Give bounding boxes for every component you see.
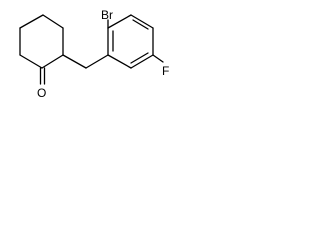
bond-aryl-2-3	[107, 14, 132, 29]
bond-ring-c1-c2	[42, 14, 64, 29]
bond-ring-c4-c5	[19, 54, 43, 69]
aromatic-inner-bond-3	[130, 52, 149, 64]
bond-ch2-to-aryl	[85, 54, 109, 69]
bond-aryl-3-4	[130, 14, 154, 29]
bond-aryl-to-fluorine	[152, 54, 164, 63]
bond-ring-to-ch2	[62, 54, 87, 69]
bond-ring-c6-c1	[19, 14, 44, 29]
bond-ring-c3-c4	[41, 54, 64, 69]
molecule-drawing: Br F O	[19, 8, 169, 100]
oxygen-label: O	[37, 86, 46, 100]
aromatic-inner-bond-2	[132, 19, 149, 30]
structure-diagram: Br F O	[0, 0, 200, 113]
fluorine-label: F	[162, 64, 169, 78]
bromine-label: Br	[101, 8, 113, 22]
bond-aryl-6-1	[107, 54, 132, 69]
bond-aryl-5-6	[130, 54, 154, 69]
